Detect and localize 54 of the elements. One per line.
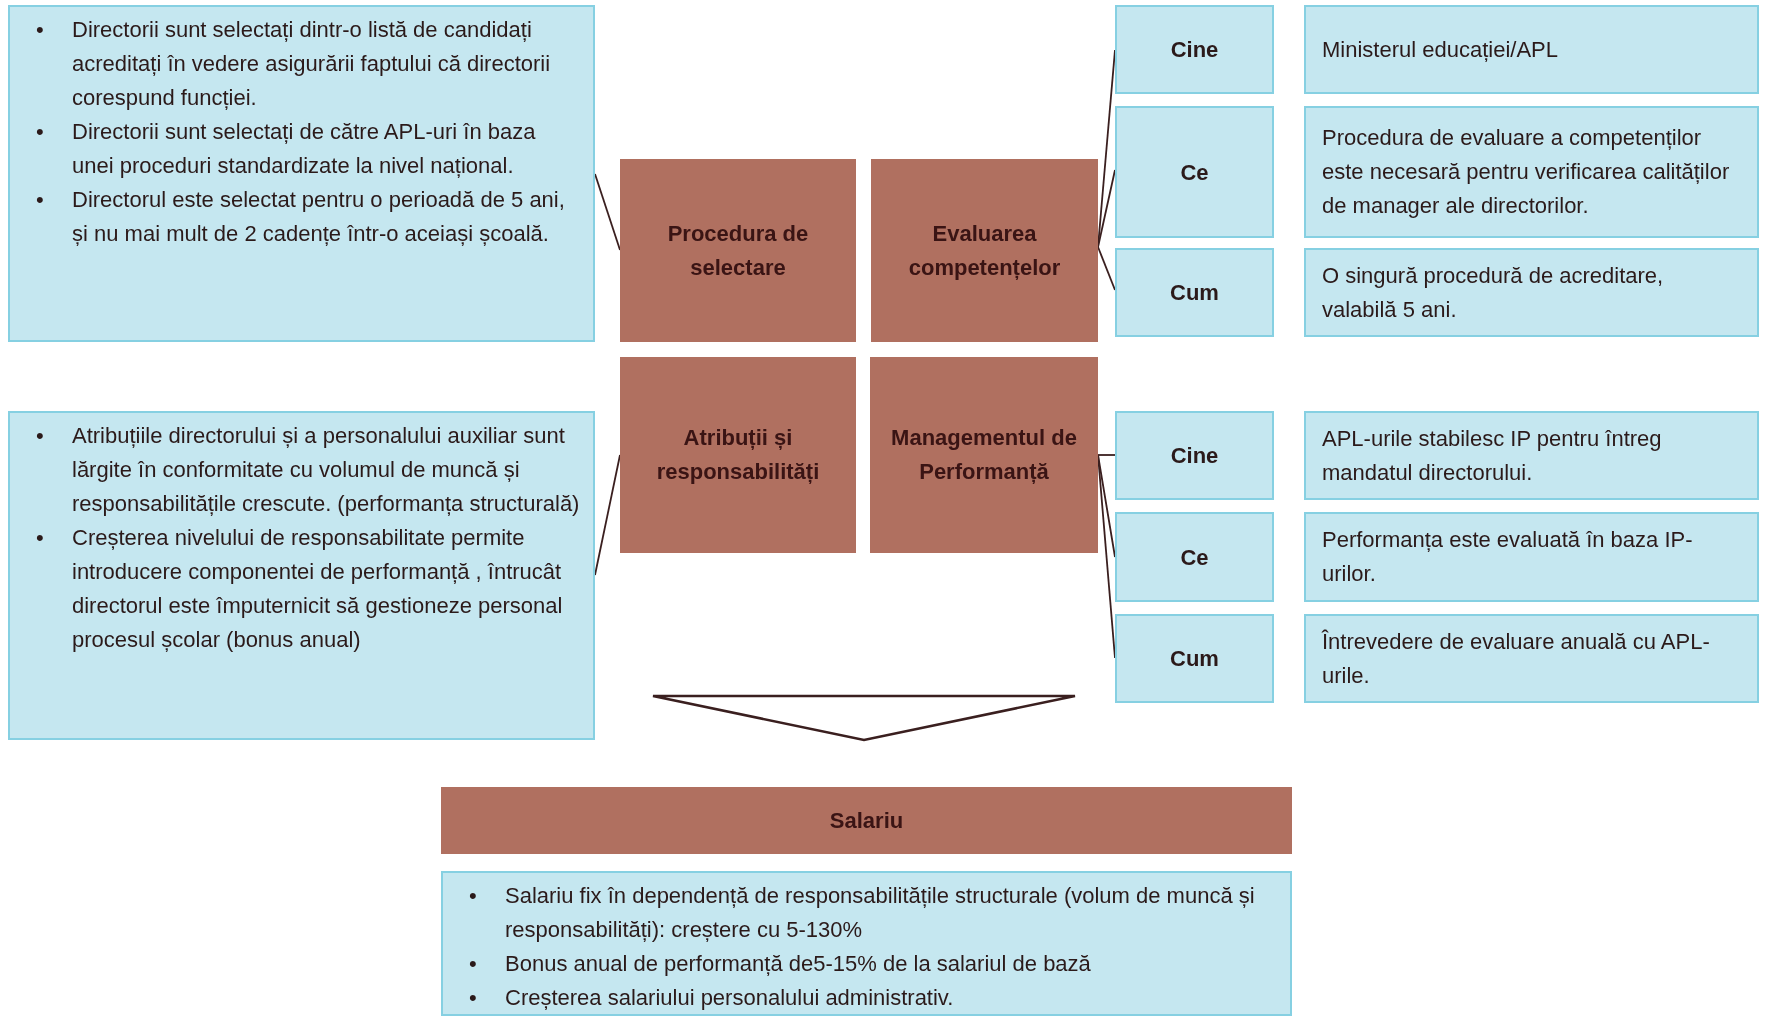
heading-bar [441, 787, 1292, 854]
question-box [1115, 106, 1274, 238]
question-box [1115, 614, 1274, 703]
box-label: Atribuții și responsabilități [655, 424, 821, 486]
answer-text: APL-urile stabilesc IP pentru întreg mandatul directorului. [1322, 424, 1663, 487]
bullet-mark: • [468, 882, 478, 910]
answer-box [1304, 512, 1759, 602]
answer-text: Procedura de evaluare a competenților este necesară pentru verificarea calităților de manager ale directorilor. [1322, 124, 1731, 220]
bullet-mark: • [35, 16, 45, 44]
bullet-item: Directorul este selectat pentru o perioadă de 5 ani, și nu mai mult de 2 cadențe într-o aceiași școală. [72, 186, 566, 248]
box-label: Managementul de Performanță [890, 424, 1078, 486]
answer-box [1304, 5, 1759, 94]
question-box [1115, 411, 1274, 500]
question-label: Ce [1180, 158, 1209, 187]
answer-box [1304, 614, 1759, 703]
category-box [620, 357, 856, 553]
bullet-item: Directorii sunt selectați dintr-o listă de candidați acreditați în vedere asigurării faptului că directorii corespund funcției. [72, 16, 552, 112]
question-box [1115, 5, 1274, 94]
answer-box [1304, 106, 1759, 238]
bullet-item: Bonus anual de performanță de5-15% de la salariul de bază [505, 950, 1091, 978]
box-label: Evaluarea competențelor [907, 219, 1062, 282]
question-label: Cum [1170, 645, 1219, 673]
question-box [1115, 248, 1274, 337]
answer-box [1304, 248, 1759, 337]
bullet-mark: • [35, 524, 45, 552]
bullet-item: Directorii sunt selectați de către APL-uri în baza unei proceduri standardizate la nivel național. [72, 118, 537, 180]
box-label: Procedura de selectare [666, 219, 810, 282]
bullet-item: Salariu fix în dependență de responsabilitățile structurale (volum de muncă și responsabilități): creștere cu 5-130% [505, 882, 1256, 944]
bullet-item: Creșterea salariului personalului administrativ. [505, 984, 954, 1012]
bullet-item: Creșterea nivelului de responsabilitate permite introducere componentei de performanță , întrucât directorul este împuternicit să gestioneze personal procesul școlar (bonus anual) [72, 524, 564, 654]
answer-text: Ministerul educației/APL [1322, 35, 1559, 64]
question-label: Cine [1170, 36, 1219, 64]
box-label: Salariu [829, 806, 904, 835]
connector-line [1097, 454, 1116, 456]
bullet-item: Atribuțiile directorului și a personalului auxiliar sunt lărgite în conformitate cu volumul de muncă și responsabilitățile crescute. (performanța structurală) [72, 422, 581, 518]
category-box [870, 357, 1098, 553]
question-label: Cum [1170, 279, 1219, 307]
bullet-mark: • [468, 984, 478, 1012]
bullet-list-panel [441, 871, 1292, 1016]
bullet-mark: • [35, 186, 45, 214]
question-box [1115, 512, 1274, 602]
bullet-mark: • [35, 422, 45, 450]
bullet-mark: • [468, 950, 478, 978]
bullet-mark: • [35, 118, 45, 146]
answer-box [1304, 411, 1759, 500]
bullet-list-panel [8, 411, 595, 740]
answer-text: Performanța este evaluată în baza IP-urilor. [1322, 526, 1694, 588]
answer-text: Întrevedere de evaluare anuală cu APL-urile. [1322, 627, 1711, 690]
answer-text: O singură procedură de acreditare, valabilă 5 ani. [1322, 261, 1665, 324]
category-box [871, 159, 1098, 342]
question-label: Cine [1170, 442, 1219, 470]
bullet-list-panel [8, 5, 595, 342]
question-label: Ce [1180, 543, 1209, 572]
category-box [620, 159, 856, 342]
